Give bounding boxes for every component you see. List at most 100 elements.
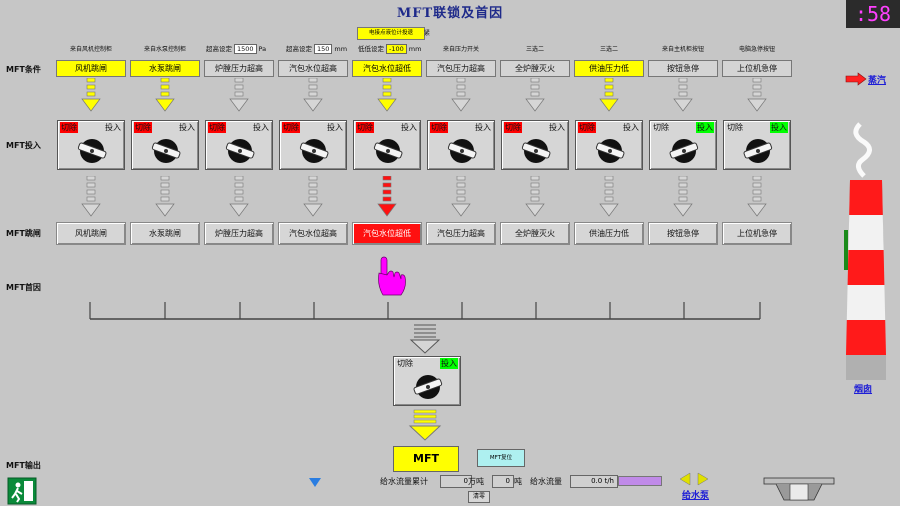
trip-arrow-icon xyxy=(525,176,545,217)
condition-indicator: 水泵跳闸 xyxy=(130,60,200,77)
selector-enable-label: 投入 xyxy=(549,123,565,132)
column-header: 电脑急停按钮 xyxy=(738,46,775,53)
selector-knob-icon xyxy=(743,139,773,163)
flow-value: 0.0 t/h xyxy=(570,475,618,488)
mft-enable-selector[interactable]: 切除投入 xyxy=(501,120,569,170)
trip-arrow-icon xyxy=(229,176,249,217)
column-header: 来自风机控制柜 xyxy=(69,46,112,53)
selector-cut-label: 切除 xyxy=(578,122,596,133)
mft-enable-selector[interactable]: 切除投入 xyxy=(723,120,791,170)
mft-enable-selector[interactable]: 切除投入 xyxy=(57,120,125,170)
condition-indicator: 风机跳闸 xyxy=(56,60,126,77)
condition-arrow-icon xyxy=(377,78,397,112)
selector-cut-label: 切除 xyxy=(134,122,152,133)
selector-knob-icon xyxy=(447,139,477,163)
trip-indicator: 炉膛压力超高 xyxy=(204,222,274,245)
mft-enable-selector[interactable]: 切除 投入 xyxy=(649,120,717,170)
condition-indicator: 炉膛压力超高 xyxy=(204,60,274,77)
row-label-condition: MFT条件 xyxy=(6,65,41,74)
trip-arrow-icon xyxy=(599,176,619,217)
level-gauge-note: 紧 xyxy=(424,30,431,37)
trip-indicator: 汽包水位超高 xyxy=(278,222,348,245)
selector-knob-icon xyxy=(77,139,107,163)
condition-indicator: 供油压力低 xyxy=(574,60,644,77)
pump-icon xyxy=(679,472,709,486)
condition-arrow-icon xyxy=(599,78,619,112)
master-knob-icon xyxy=(413,375,443,399)
row-label-first-cause: MFT首因 xyxy=(6,283,41,292)
trip-indicator: 汽包水位超低 xyxy=(352,222,422,245)
column-header: 来自水泵控制柜 xyxy=(143,46,186,53)
condition-arrow-icon xyxy=(155,78,175,112)
condition-indicator: 汽包水位超高 xyxy=(278,60,348,77)
master-mft-selector[interactable]: 切除 投入 xyxy=(393,356,461,406)
selector-enable-label: 投入 xyxy=(696,122,714,133)
selector-knob-icon xyxy=(151,139,181,163)
flow-total-unit: 万吨 xyxy=(468,477,484,486)
mft-enable-selector[interactable]: 切除投入 xyxy=(353,120,421,170)
flow-bar xyxy=(618,476,662,486)
flow-total-label: 给水流量累计 xyxy=(380,477,428,486)
page-title: MFT联锁及首因 xyxy=(396,6,504,21)
column-header: 来自压力开关 xyxy=(442,46,479,53)
selector-knob-icon xyxy=(521,139,551,163)
trip-arrow-icon xyxy=(673,176,693,217)
selector-cut-label: 切除 xyxy=(430,122,448,133)
mft-enable-selector[interactable]: 切除投入 xyxy=(279,120,347,170)
mft-reset-button[interactable]: MFT复位 xyxy=(477,449,525,467)
selector-enable-label: 投入 xyxy=(105,123,121,132)
condition-arrow-icon xyxy=(451,78,471,112)
flow-label: 给水流量 xyxy=(530,477,562,486)
level-gauge-toggle[interactable]: 电接点液位计投退 xyxy=(357,27,425,40)
selector-knob-icon xyxy=(373,139,403,163)
row-label-trip: MFT跳闸 xyxy=(6,229,41,238)
selector-knob-icon xyxy=(595,139,625,163)
row-label-input: MFT投入 xyxy=(6,141,41,150)
trip-arrow-icon xyxy=(451,176,471,217)
condenser-icon xyxy=(763,477,835,501)
ton-value: 0 xyxy=(492,475,514,488)
scroll-down-icon xyxy=(309,478,321,487)
flow-total-value: 0 xyxy=(440,475,472,488)
trip-indicator: 上位机急停 xyxy=(722,222,792,245)
trip-indicator: 汽包压力超高 xyxy=(426,222,496,245)
trip-arrow-icon xyxy=(377,176,397,217)
selector-cut-label: 切除 xyxy=(356,122,374,133)
master-enable-label: 投入 xyxy=(440,358,458,369)
condition-arrow-icon xyxy=(747,78,767,112)
mft-output-button[interactable]: MFT xyxy=(393,446,459,472)
feedwater-pump-link[interactable]: 给水泵 xyxy=(682,491,710,501)
pointing-hand-icon xyxy=(378,256,406,296)
selector-cut-label: 切除 xyxy=(653,123,669,132)
drum-high-setpoint-input[interactable]: 150 xyxy=(314,44,333,54)
selector-knob-icon xyxy=(299,139,329,163)
selector-enable-label: 投入 xyxy=(179,123,195,132)
mft-enable-selector[interactable]: 切除投入 xyxy=(575,120,643,170)
chimney-link[interactable]: 烟囱 xyxy=(854,385,873,395)
exit-icon xyxy=(7,477,37,505)
mft-enable-selector[interactable]: 切除 投入 xyxy=(427,120,495,170)
selector-enable-label: 投入 xyxy=(770,122,788,133)
column-header: 来自主机柜按钮 xyxy=(661,46,704,53)
row-label-output: MFT输出 xyxy=(6,461,41,470)
condition-arrow-icon xyxy=(303,78,323,112)
condition-indicator: 全炉膛灭火 xyxy=(500,60,570,77)
selector-cut-label: 切除 xyxy=(208,122,226,133)
drum-low-setpoint-input[interactable]: -100 xyxy=(386,44,407,54)
selector-enable-label: 投入 xyxy=(475,123,491,132)
condition-indicator: 上位机急停 xyxy=(722,60,792,77)
trip-indicator: 按钮急停 xyxy=(648,222,718,245)
condition-indicator: 汽包压力超高 xyxy=(426,60,496,77)
furnace-setpoint-input[interactable]: 1500 xyxy=(234,44,257,54)
clear-button[interactable]: 清零 xyxy=(468,491,490,503)
steam-link[interactable]: 蒸汽 xyxy=(868,76,887,86)
mft-enable-selector[interactable]: 切除投入 xyxy=(205,120,273,170)
mft-enable-selector[interactable]: 切除 投入 xyxy=(131,120,199,170)
condition-arrow-icon xyxy=(229,78,249,112)
condition-indicator: 按钮急停 xyxy=(648,60,718,77)
trip-arrow-icon xyxy=(747,176,767,217)
selector-knob-icon xyxy=(669,139,699,163)
